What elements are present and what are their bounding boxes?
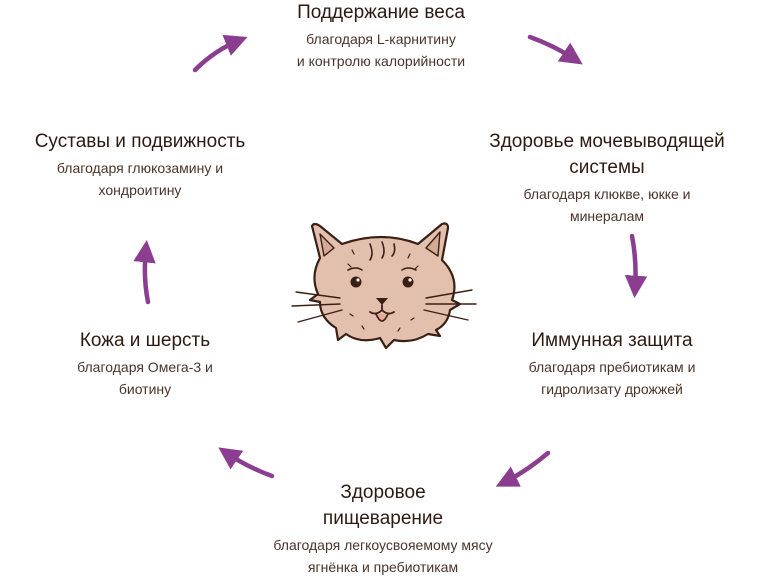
benefit-joints: Суставы и подвижность благодаря глюкозам… (10, 129, 270, 201)
curved-arrow-icon (527, 34, 583, 65)
benefit-title: Поддержание веса (297, 2, 465, 23)
benefit-title: Суставы и подвижность (34, 131, 246, 152)
curved-arrow-icon (133, 239, 156, 305)
curved-arrow-icon (192, 34, 248, 73)
curved-arrow-icon (495, 450, 551, 487)
benefit-title: Кожа и шерсть (79, 330, 211, 351)
curved-arrow-icon (218, 447, 275, 479)
curved-arrow-icon (624, 233, 648, 299)
benefit-title: Иммунная защита (531, 330, 693, 351)
cat-face-icon (291, 222, 477, 350)
